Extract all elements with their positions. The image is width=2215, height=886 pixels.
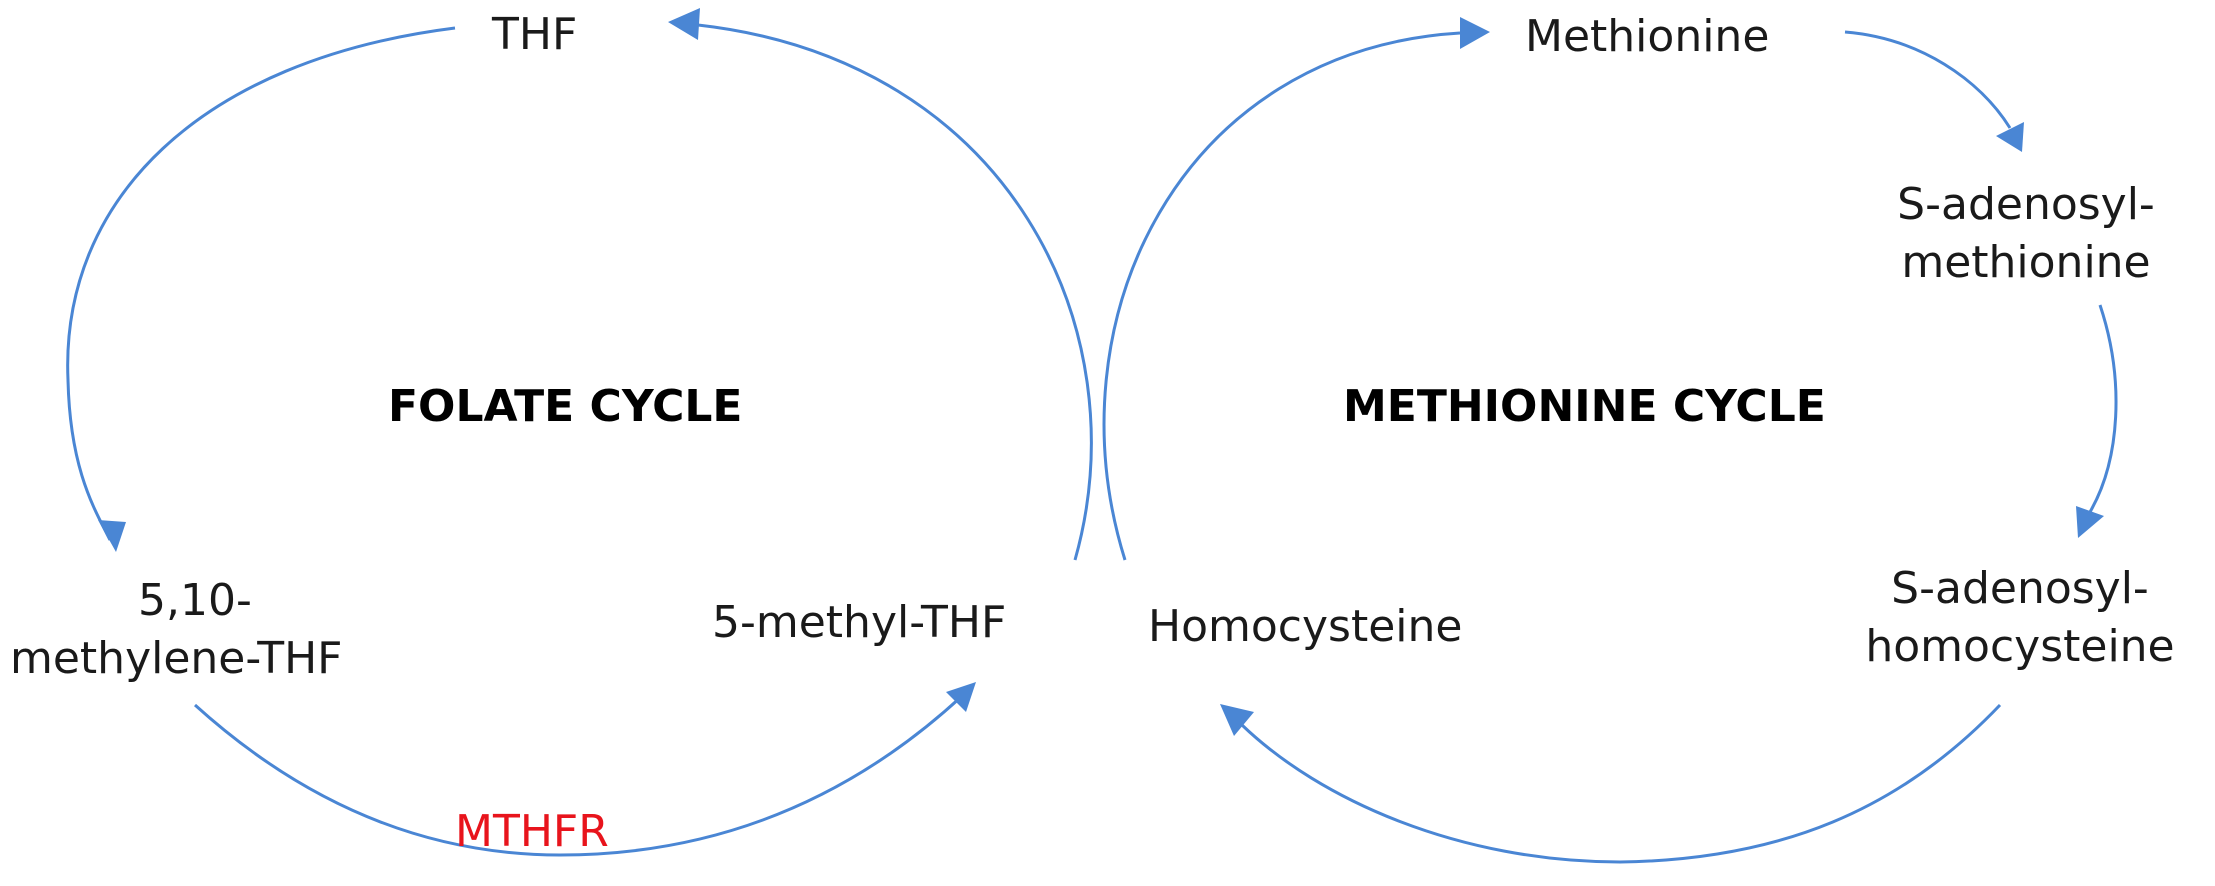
arrowhead-sah — [2076, 506, 2104, 538]
arrow-methylene-thf-to-methyl-thf — [193, 694, 964, 857]
node-methyl-thf: 5-methyl-THF — [712, 597, 1007, 648]
arrow-homocysteine-to-methionine — [1102, 31, 1461, 561]
arrowhead-methyl-thf — [946, 682, 976, 712]
node-methylene-thf-line2: methylene-THF — [10, 633, 343, 684]
node-s-adenosyl-methionine: S-adenosyl- methionine — [1846, 176, 2206, 292]
node-methionine: Methionine — [1525, 11, 1770, 62]
enzyme-mthfr: MTHFR — [455, 806, 609, 857]
node-methylene-thf: 5,10- methylene-THF — [10, 572, 400, 688]
node-thf: THF — [492, 9, 578, 60]
arrowhead-thf — [668, 8, 700, 40]
arrow-methyl-thf-to-thf — [697, 23, 1093, 561]
arrowhead-methionine — [1460, 17, 1490, 49]
node-sam-line2: methionine — [1901, 237, 2151, 288]
node-homocysteine: Homocysteine — [1148, 601, 1463, 652]
node-sah-line1: S-adenosyl- — [1891, 563, 2149, 614]
folate-cycle-title: FOLATE CYCLE — [388, 381, 743, 432]
node-sah-line2: homocysteine — [1865, 621, 2175, 672]
node-sam-line1: S-adenosyl- — [1897, 179, 2155, 230]
arrow-thf-to-methylene-thf — [66, 26, 456, 541]
arrow-sah-to-homocysteine — [1240, 703, 2002, 864]
arrowhead-sam — [1996, 122, 2024, 152]
node-methylene-thf-line1: 5,10- — [138, 575, 252, 626]
arrow-methionine-to-sam — [1844, 30, 2012, 129]
arrowhead-methylene-thf — [98, 520, 126, 552]
arrowhead-homocysteine — [1220, 704, 1254, 736]
arrow-sam-to-sah — [2088, 304, 2118, 513]
methionine-cycle-title: METHIONINE CYCLE — [1343, 381, 1826, 432]
node-s-adenosyl-homocysteine: S-adenosyl- homocysteine — [1830, 560, 2210, 676]
